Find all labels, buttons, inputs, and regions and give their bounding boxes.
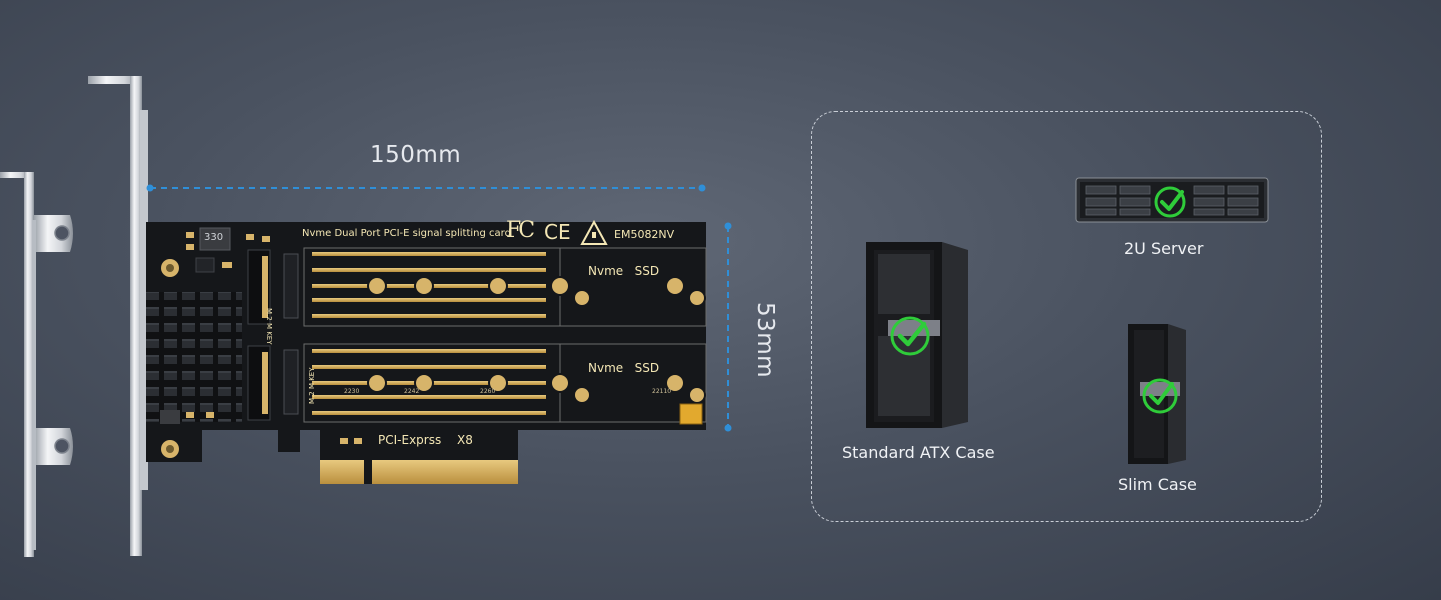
esd-warning-icon — [580, 219, 608, 245]
slim-label: Slim Case — [1118, 475, 1197, 494]
gold-fingers — [320, 460, 518, 484]
low-profile-bracket — [0, 172, 73, 557]
card-title: Nvme Dual Port PCI-E signal splitting ca… — [302, 228, 511, 239]
interface-label: PCI-Exprss — [378, 433, 442, 447]
full-height-bracket — [88, 76, 148, 556]
key-label-2: M.2 M KEY — [308, 367, 316, 405]
tower-case-icon — [866, 242, 968, 428]
pcie-card — [146, 219, 707, 484]
server-label: 2U Server — [1124, 239, 1204, 258]
width-label: 150mm — [370, 142, 462, 168]
size-mark-22110: 22110 — [652, 388, 672, 395]
lane-label: X8 — [457, 433, 473, 447]
model-number: EM5082NV — [614, 228, 675, 241]
size-mark-2242: 2242 — [404, 388, 420, 395]
key-label-1: M.2 M KEY — [265, 308, 273, 345]
heatsink — [146, 292, 242, 422]
slim-case-icon — [1128, 324, 1186, 464]
m2-slot-1 — [247, 247, 707, 327]
compatibility-panel — [811, 111, 1322, 522]
fc-mark: FC — [506, 218, 535, 243]
size-mark-2230: 2230 — [344, 388, 360, 395]
atx-label: Standard ATX Case — [842, 443, 995, 462]
size-mark-2260: 2260 — [480, 388, 496, 395]
width-dimension-line — [146, 184, 706, 192]
m2-slot-2 — [247, 343, 707, 425]
product-illustration — [0, 76, 732, 557]
slot-1-label: Nvme SSD — [588, 264, 660, 278]
ce-mark: CE — [544, 220, 571, 244]
rack-server-icon — [1075, 177, 1269, 223]
height-label: 53mm — [752, 302, 778, 379]
chip-label: 330 — [204, 232, 224, 243]
slot-2-label: Nvme SSD — [588, 361, 660, 375]
height-dimension-line — [724, 222, 732, 432]
